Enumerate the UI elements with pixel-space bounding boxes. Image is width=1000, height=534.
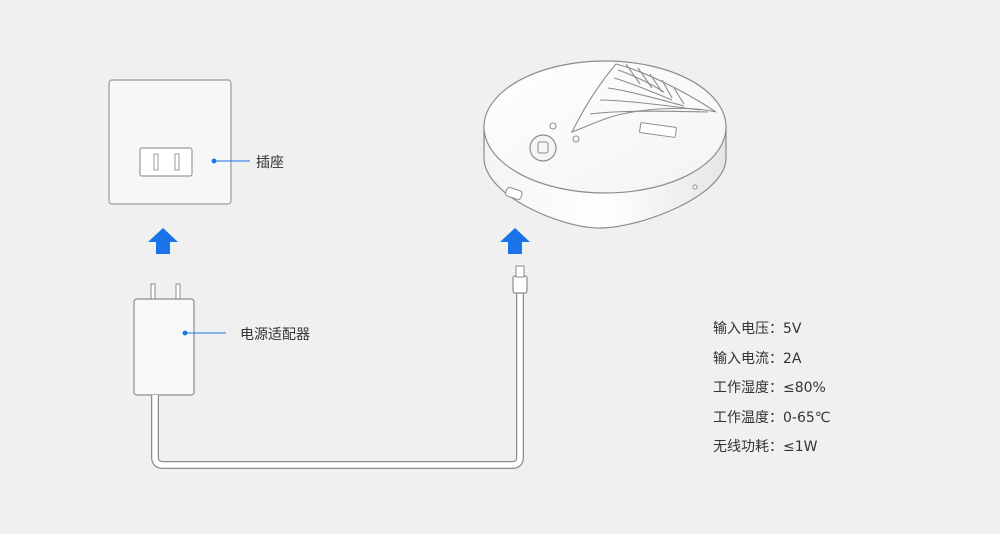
spec-row-humidity: 工作湿度：≤80% [713, 374, 831, 404]
spec-name: 输入电压 [713, 321, 769, 337]
adapter-label: 电源适配器 [240, 327, 310, 343]
spec-separator: ： [769, 439, 783, 455]
gateway-device [483, 60, 727, 229]
spec-value: 0-65℃ [783, 409, 831, 426]
spec-value: 5V [783, 321, 802, 337]
spec-name: 无线功耗 [713, 439, 769, 455]
spec-row-wireless-power: 无线功耗：≤1W [713, 433, 831, 463]
up-arrow-icon [500, 228, 530, 254]
power-adapter [133, 283, 195, 396]
spec-row-temperature: 工作温度：0-65℃ [713, 404, 831, 434]
spec-name: 工作湿度 [713, 380, 769, 396]
adapter-leader-line [182, 330, 226, 336]
spec-value: ≤80% [783, 380, 826, 396]
spec-list: 输入电压：5V 输入电流：2A 工作湿度：≤80% 工作温度：0-65℃ 无线功… [713, 315, 831, 463]
wall-socket [108, 79, 232, 205]
spec-row-input-current: 输入电流：2A [713, 345, 831, 375]
spec-name: 输入电流 [713, 350, 769, 367]
spec-separator: ： [769, 409, 783, 426]
usb-cable [151, 265, 528, 469]
spec-value: ≤1W [783, 439, 818, 455]
spec-separator: ： [769, 380, 783, 396]
spec-value: 2A [783, 350, 802, 367]
up-arrow-icon [148, 228, 178, 254]
socket-label: 插座 [256, 155, 284, 171]
socket-leader-line [211, 158, 250, 164]
spec-row-input-voltage: 输入电压：5V [713, 315, 831, 345]
spec-separator: ： [769, 350, 783, 367]
spec-separator: ： [769, 321, 783, 337]
spec-name: 工作温度 [713, 409, 769, 426]
